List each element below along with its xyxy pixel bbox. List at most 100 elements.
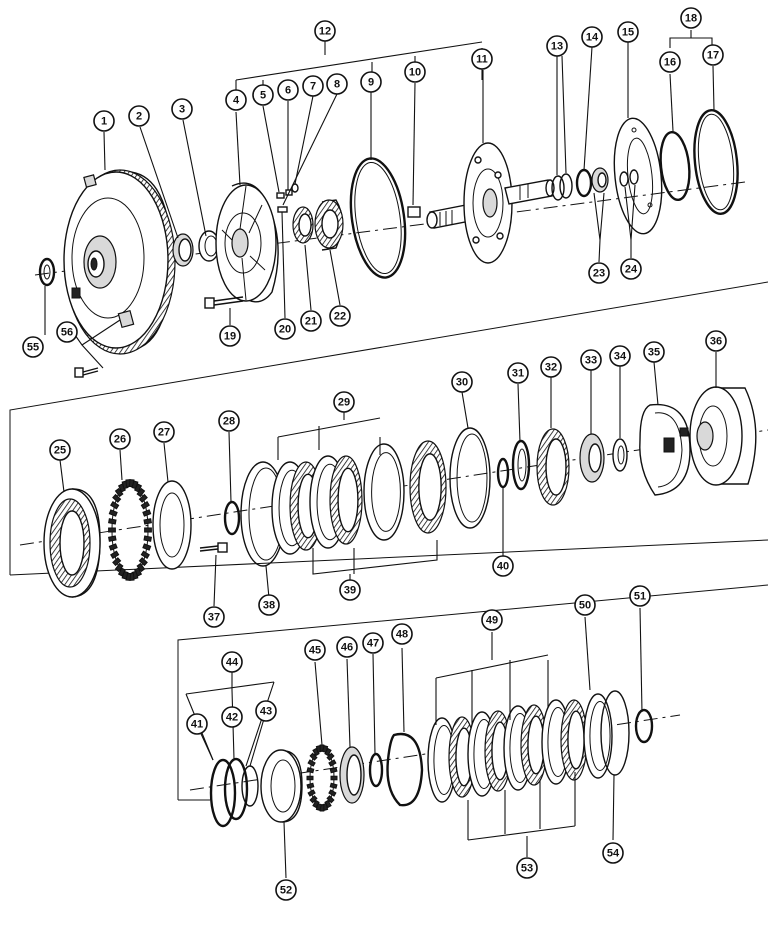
callout-52: 52: [275, 879, 297, 901]
callout-51: 51: [629, 585, 651, 607]
callout-number: 23: [593, 268, 605, 280]
callout-number: 27: [158, 427, 170, 439]
callout-31: 31: [507, 362, 529, 384]
callout-12: 12: [314, 20, 336, 42]
callout-number: 28: [223, 416, 235, 428]
part-48-spring: [386, 732, 424, 807]
callout-21: 21: [300, 310, 322, 332]
callout-6: 6: [277, 79, 299, 101]
callout-38: 38: [258, 594, 280, 616]
callout-30: 30: [451, 371, 473, 393]
callout-number: 41: [191, 719, 203, 731]
part-9-o-ring: [349, 157, 407, 279]
callout-number: 17: [707, 50, 719, 62]
callout-11: 11: [471, 48, 493, 70]
callout-number: 45: [309, 645, 321, 657]
part-2-seal: [172, 233, 194, 267]
callout-number: 49: [486, 615, 498, 627]
callout-36: 36: [705, 330, 727, 352]
callout-number: 19: [224, 331, 236, 343]
callout-number: 10: [409, 67, 421, 79]
callout-number: 30: [456, 377, 468, 389]
part-40-snap-ring: [496, 457, 510, 489]
part-54-backing-plate: [600, 690, 630, 776]
callout-number: 7: [310, 81, 316, 93]
callout-number: 50: [579, 600, 591, 612]
callout-number: 52: [280, 885, 292, 897]
callout-number: 6: [285, 85, 291, 97]
row-1-torque-converter-pump: [34, 109, 746, 378]
callout-14: 14: [581, 26, 603, 48]
callout-number: 15: [622, 27, 634, 39]
callout-44: 44: [221, 651, 243, 673]
callout-32: 32: [540, 356, 562, 378]
part-21-drive-gear: [292, 206, 314, 244]
callout-number: 22: [334, 311, 346, 323]
callout-20: 20: [274, 318, 296, 340]
callout-number: 46: [341, 642, 353, 654]
callout-18: 18: [680, 7, 702, 29]
part-13-seal-rings: [551, 173, 573, 201]
callout-7: 7: [302, 75, 324, 97]
leader-lines: [44, 30, 717, 879]
callout-number: 40: [497, 561, 509, 573]
callout-number: 18: [685, 13, 697, 25]
callout-29: 29: [333, 391, 355, 413]
callout-56: 56: [56, 321, 78, 343]
part-28-snap-ring: [223, 500, 241, 536]
part-17-ring: [693, 109, 739, 215]
part-55-washer: [38, 257, 56, 287]
callout-number: 55: [27, 342, 39, 354]
callout-number: 43: [260, 706, 272, 718]
callout-number: 29: [338, 397, 350, 409]
callout-10: 10: [404, 61, 426, 83]
callout-number: 2: [136, 111, 142, 123]
part-31-thrust-washer: [511, 439, 531, 491]
callout-number: 42: [226, 712, 238, 724]
callout-23: 23: [588, 262, 610, 284]
callout-35: 35: [643, 341, 665, 363]
part-19-bolt: [204, 296, 244, 309]
frame-row-3-top: [177, 584, 768, 800]
callout-43: 43: [255, 700, 277, 722]
callout-15: 15: [617, 21, 639, 43]
part-51-snap-ring: [634, 708, 654, 744]
part-36-drum: [679, 386, 757, 486]
row-2-direct-clutch: [9, 281, 768, 598]
callout-24: 24: [620, 258, 642, 280]
callout-number: 24: [625, 264, 638, 276]
callout-50: 50: [574, 594, 596, 616]
part-52-piston: [260, 749, 303, 823]
parts-49-53-clutch-pack: [427, 693, 613, 803]
callout-42: 42: [221, 706, 243, 728]
callout-number: 53: [521, 863, 533, 875]
callout-number: 26: [114, 434, 126, 446]
callout-number: 4: [233, 95, 240, 107]
callout-number: 5: [260, 90, 266, 102]
callout-1: 1: [93, 110, 115, 132]
callout-26: 26: [109, 428, 131, 450]
callout-number: 1: [101, 116, 107, 128]
callout-number: 36: [710, 336, 722, 348]
callout-16: 16: [659, 51, 681, 73]
callout-19: 19: [219, 325, 241, 347]
callout-number: 9: [368, 77, 374, 89]
callout-13: 13: [546, 35, 568, 57]
callout-number: 35: [648, 347, 660, 359]
callout-number: 32: [545, 362, 557, 374]
callout-number: 47: [367, 638, 379, 650]
callout-number: 11: [476, 54, 488, 66]
callout-number: 39: [344, 585, 356, 597]
callout-number: 31: [512, 368, 524, 380]
callout-27: 27: [153, 421, 175, 443]
callout-8: 8: [326, 73, 348, 95]
callout-33: 33: [580, 349, 602, 371]
callout-number: 14: [586, 32, 599, 44]
callout-5: 5: [252, 84, 274, 106]
callout-9: 9: [360, 71, 382, 93]
part-33-bearing: [579, 433, 605, 483]
part-25-clutch-housing: [43, 488, 101, 598]
callout-39: 39: [339, 579, 361, 601]
